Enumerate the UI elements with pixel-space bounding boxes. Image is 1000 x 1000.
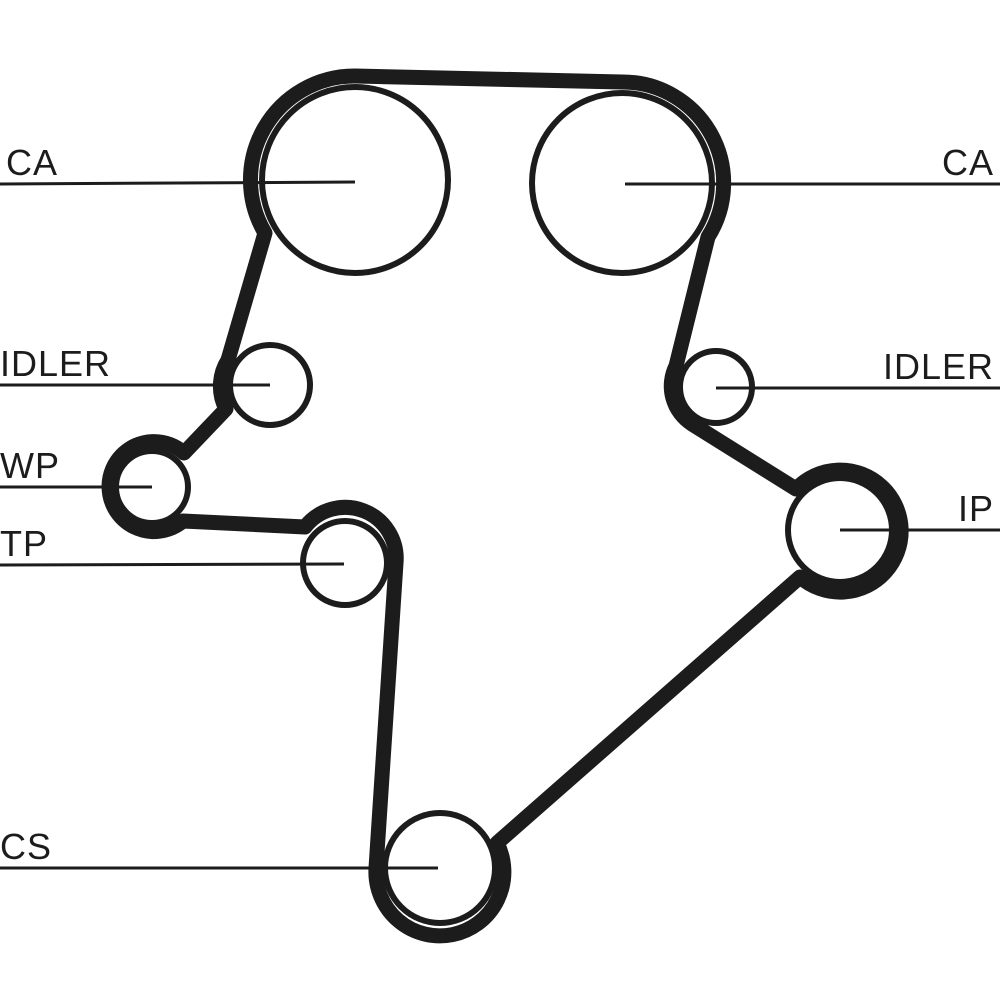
pulley-camshaft-left bbox=[259, 84, 451, 276]
label-wp: WP bbox=[0, 445, 60, 486]
label-cs: CS bbox=[0, 826, 52, 867]
label-ca-right: CA bbox=[942, 142, 994, 183]
leader-tp bbox=[0, 562, 345, 567]
label-tp: TP bbox=[0, 523, 48, 564]
label-ca-left: CA bbox=[6, 142, 58, 183]
label-idler-left: IDLER bbox=[0, 343, 111, 384]
leader-ca-left bbox=[0, 180, 356, 186]
timing-belt-path bbox=[101, 68, 909, 944]
label-idler-right: IDLER bbox=[883, 346, 994, 387]
label-ip: IP bbox=[958, 488, 994, 529]
